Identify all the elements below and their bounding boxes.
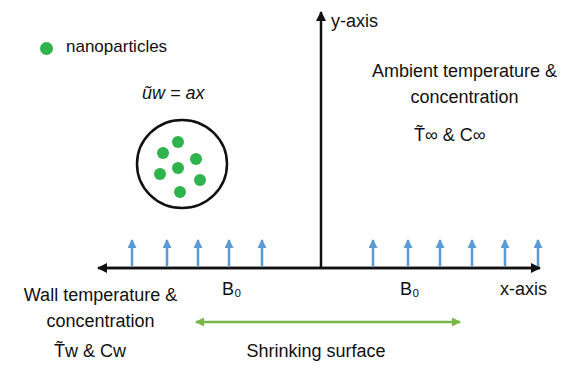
legend-swatch — [40, 42, 53, 55]
field-arrow — [504, 240, 507, 266]
ambient-values: T̃∞ & C∞ — [414, 122, 486, 148]
y-axis-line — [320, 12, 323, 268]
nanoparticle-dots — [154, 136, 206, 198]
field-arrow — [407, 240, 410, 266]
axis-label: x-axis — [500, 276, 547, 302]
axis-label: y-axis — [331, 8, 378, 34]
wall-values: T̃w & Cw — [54, 338, 126, 364]
legend-text: nanoparticles — [66, 35, 167, 60]
magnetic-field-arrows — [132, 240, 538, 266]
fluid-parcel — [137, 120, 227, 208]
field-arrow — [166, 240, 169, 266]
field-arrow — [537, 240, 540, 266]
field-arrow — [261, 240, 264, 266]
shrinking-arrow — [196, 321, 460, 324]
field-label: B₀ — [222, 276, 241, 302]
ambient-label: Ambient temperature & concentration — [362, 58, 567, 110]
field-arrow — [197, 240, 200, 266]
velocity-label: ũw = ax — [142, 80, 205, 106]
field-arrow — [439, 240, 442, 266]
field-arrow — [131, 240, 134, 266]
surface-label: Shrinking surface — [246, 338, 386, 364]
field-arrow — [372, 240, 375, 266]
field-arrow — [471, 240, 474, 266]
x-axis-line — [98, 267, 540, 270]
wall-label: Wall temperature & concentration — [8, 282, 193, 334]
field-arrow — [228, 240, 231, 266]
field-label: B₀ — [400, 276, 419, 302]
